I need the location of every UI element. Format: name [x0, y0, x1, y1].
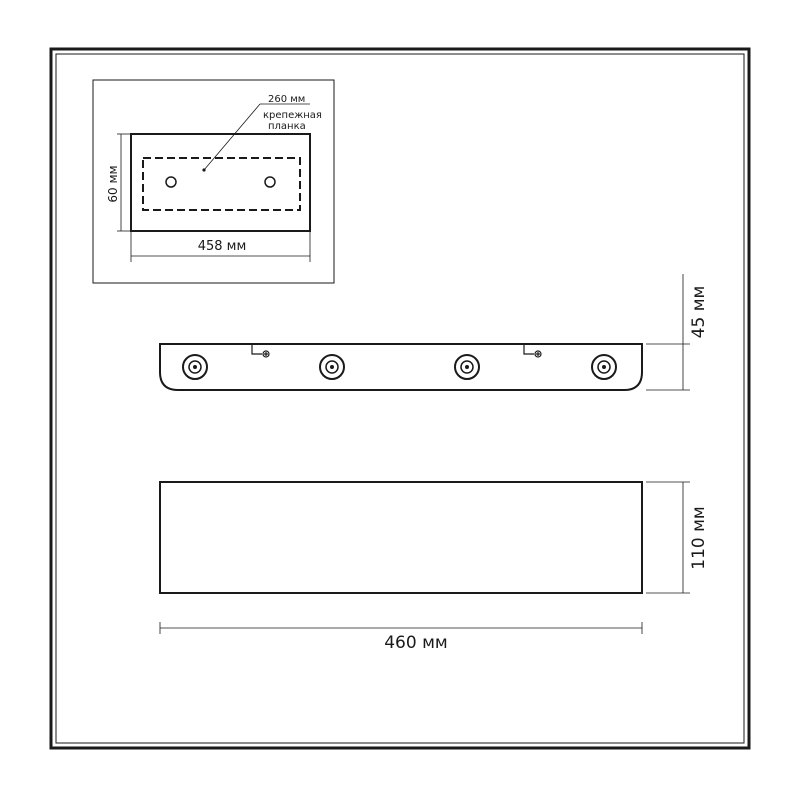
side-view: 45 мм [159, 274, 709, 391]
side-height-label: 45 мм [689, 286, 709, 339]
inner-frame [55, 53, 745, 744]
inset-panel: 260 мм крепежная планка 60 мм 458 мм [92, 79, 335, 284]
inset-body-outline [130, 133, 311, 232]
mounting-hole-right [264, 176, 276, 188]
inset-frame [92, 79, 335, 284]
front-width-label: 460 мм [384, 633, 448, 653]
inset-width-label: 458 мм [198, 239, 247, 254]
side-view-body [159, 343, 643, 391]
led-module-1 [182, 354, 208, 380]
bracket-clip-right [523, 344, 542, 358]
led-module-3 [454, 354, 480, 380]
front-view-body [159, 481, 643, 594]
bracket-clip-left [251, 344, 270, 358]
mounting-width-label: 260 мм [268, 94, 305, 105]
mounting-plate-label-line2: планка [268, 121, 306, 132]
led-module-4 [591, 354, 617, 380]
led-module-2 [319, 354, 345, 380]
front-height-label: 110 мм [689, 506, 709, 570]
mounting-plate-outline [142, 157, 301, 211]
outer-frame [49, 47, 751, 750]
inset-height-label: 60 мм [106, 165, 120, 202]
mounting-plate-label-line1: крепежная [263, 110, 322, 121]
front-view: 110 мм 460 мм [159, 481, 709, 653]
leader-line [203, 103, 261, 171]
mounting-hole-left [165, 176, 177, 188]
